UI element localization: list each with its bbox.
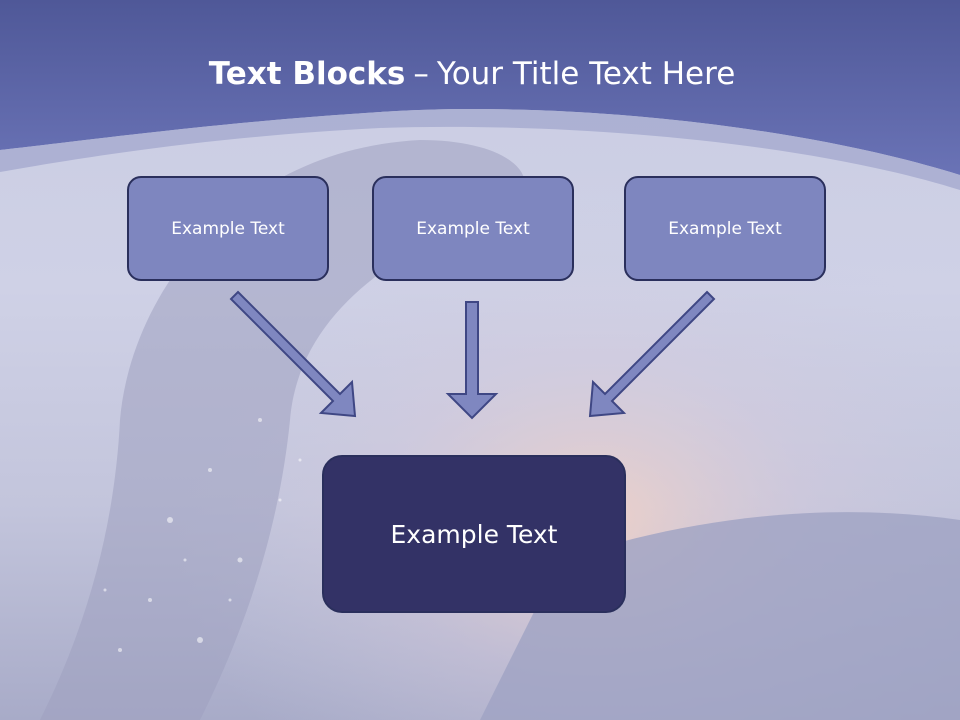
title-rest: Your Title Text Here [436, 56, 736, 92]
arrow-down [445, 301, 499, 420]
arrow-down-right [229, 290, 357, 418]
title-bold: Text Blocks [208, 56, 406, 92]
text-block-left[interactable]: Example Text [127, 176, 329, 281]
slide-title: Text Blocks–Your Title Text Here [0, 52, 944, 96]
arrow-down-left [588, 290, 716, 418]
dolphin-silhouette [40, 140, 526, 720]
title-dash: – [413, 56, 429, 92]
header-swoosh [0, 109, 960, 190]
text-block-center[interactable]: Example Text [322, 455, 626, 613]
text-block-middle[interactable]: Example Text [372, 176, 574, 281]
water-splash [103, 418, 302, 652]
text-block-right[interactable]: Example Text [624, 176, 826, 281]
header-band [0, 0, 960, 175]
